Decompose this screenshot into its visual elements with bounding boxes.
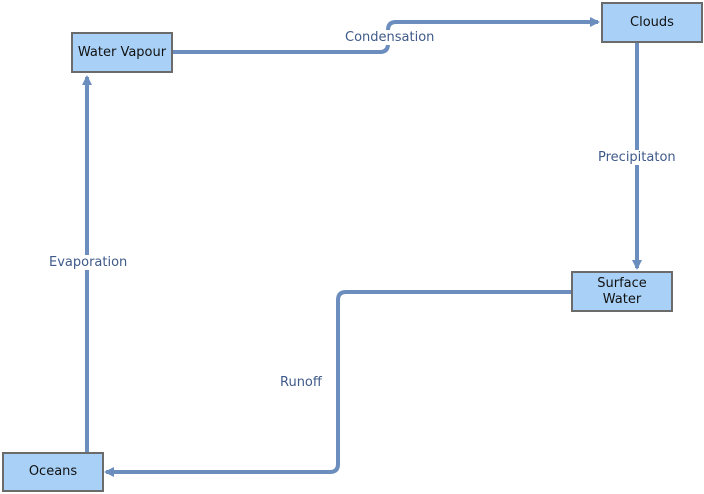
node-surface-water[interactable]: Surface Water	[571, 271, 673, 312]
node-oceans-label: Oceans	[28, 464, 78, 479]
edge-label-runoff: Runoff	[278, 375, 324, 390]
node-oceans[interactable]: Oceans	[2, 452, 104, 492]
node-water-vapour[interactable]: Water Vapour	[71, 32, 173, 73]
node-clouds[interactable]: Clouds	[601, 2, 703, 43]
node-clouds-label: Clouds	[630, 14, 674, 30]
edge-label-evaporation: Evaporation	[47, 255, 130, 270]
node-water-vapour-label: Water Vapour	[77, 44, 167, 60]
node-surface-water-label-line1: Surface	[597, 275, 647, 291]
edge-label-precipitation: Precipitaton	[596, 150, 678, 165]
node-surface-water-label-line2: Water	[602, 291, 642, 307]
edge-label-condensation: Condensation	[343, 30, 437, 45]
edge-runoff	[104, 290, 572, 477]
